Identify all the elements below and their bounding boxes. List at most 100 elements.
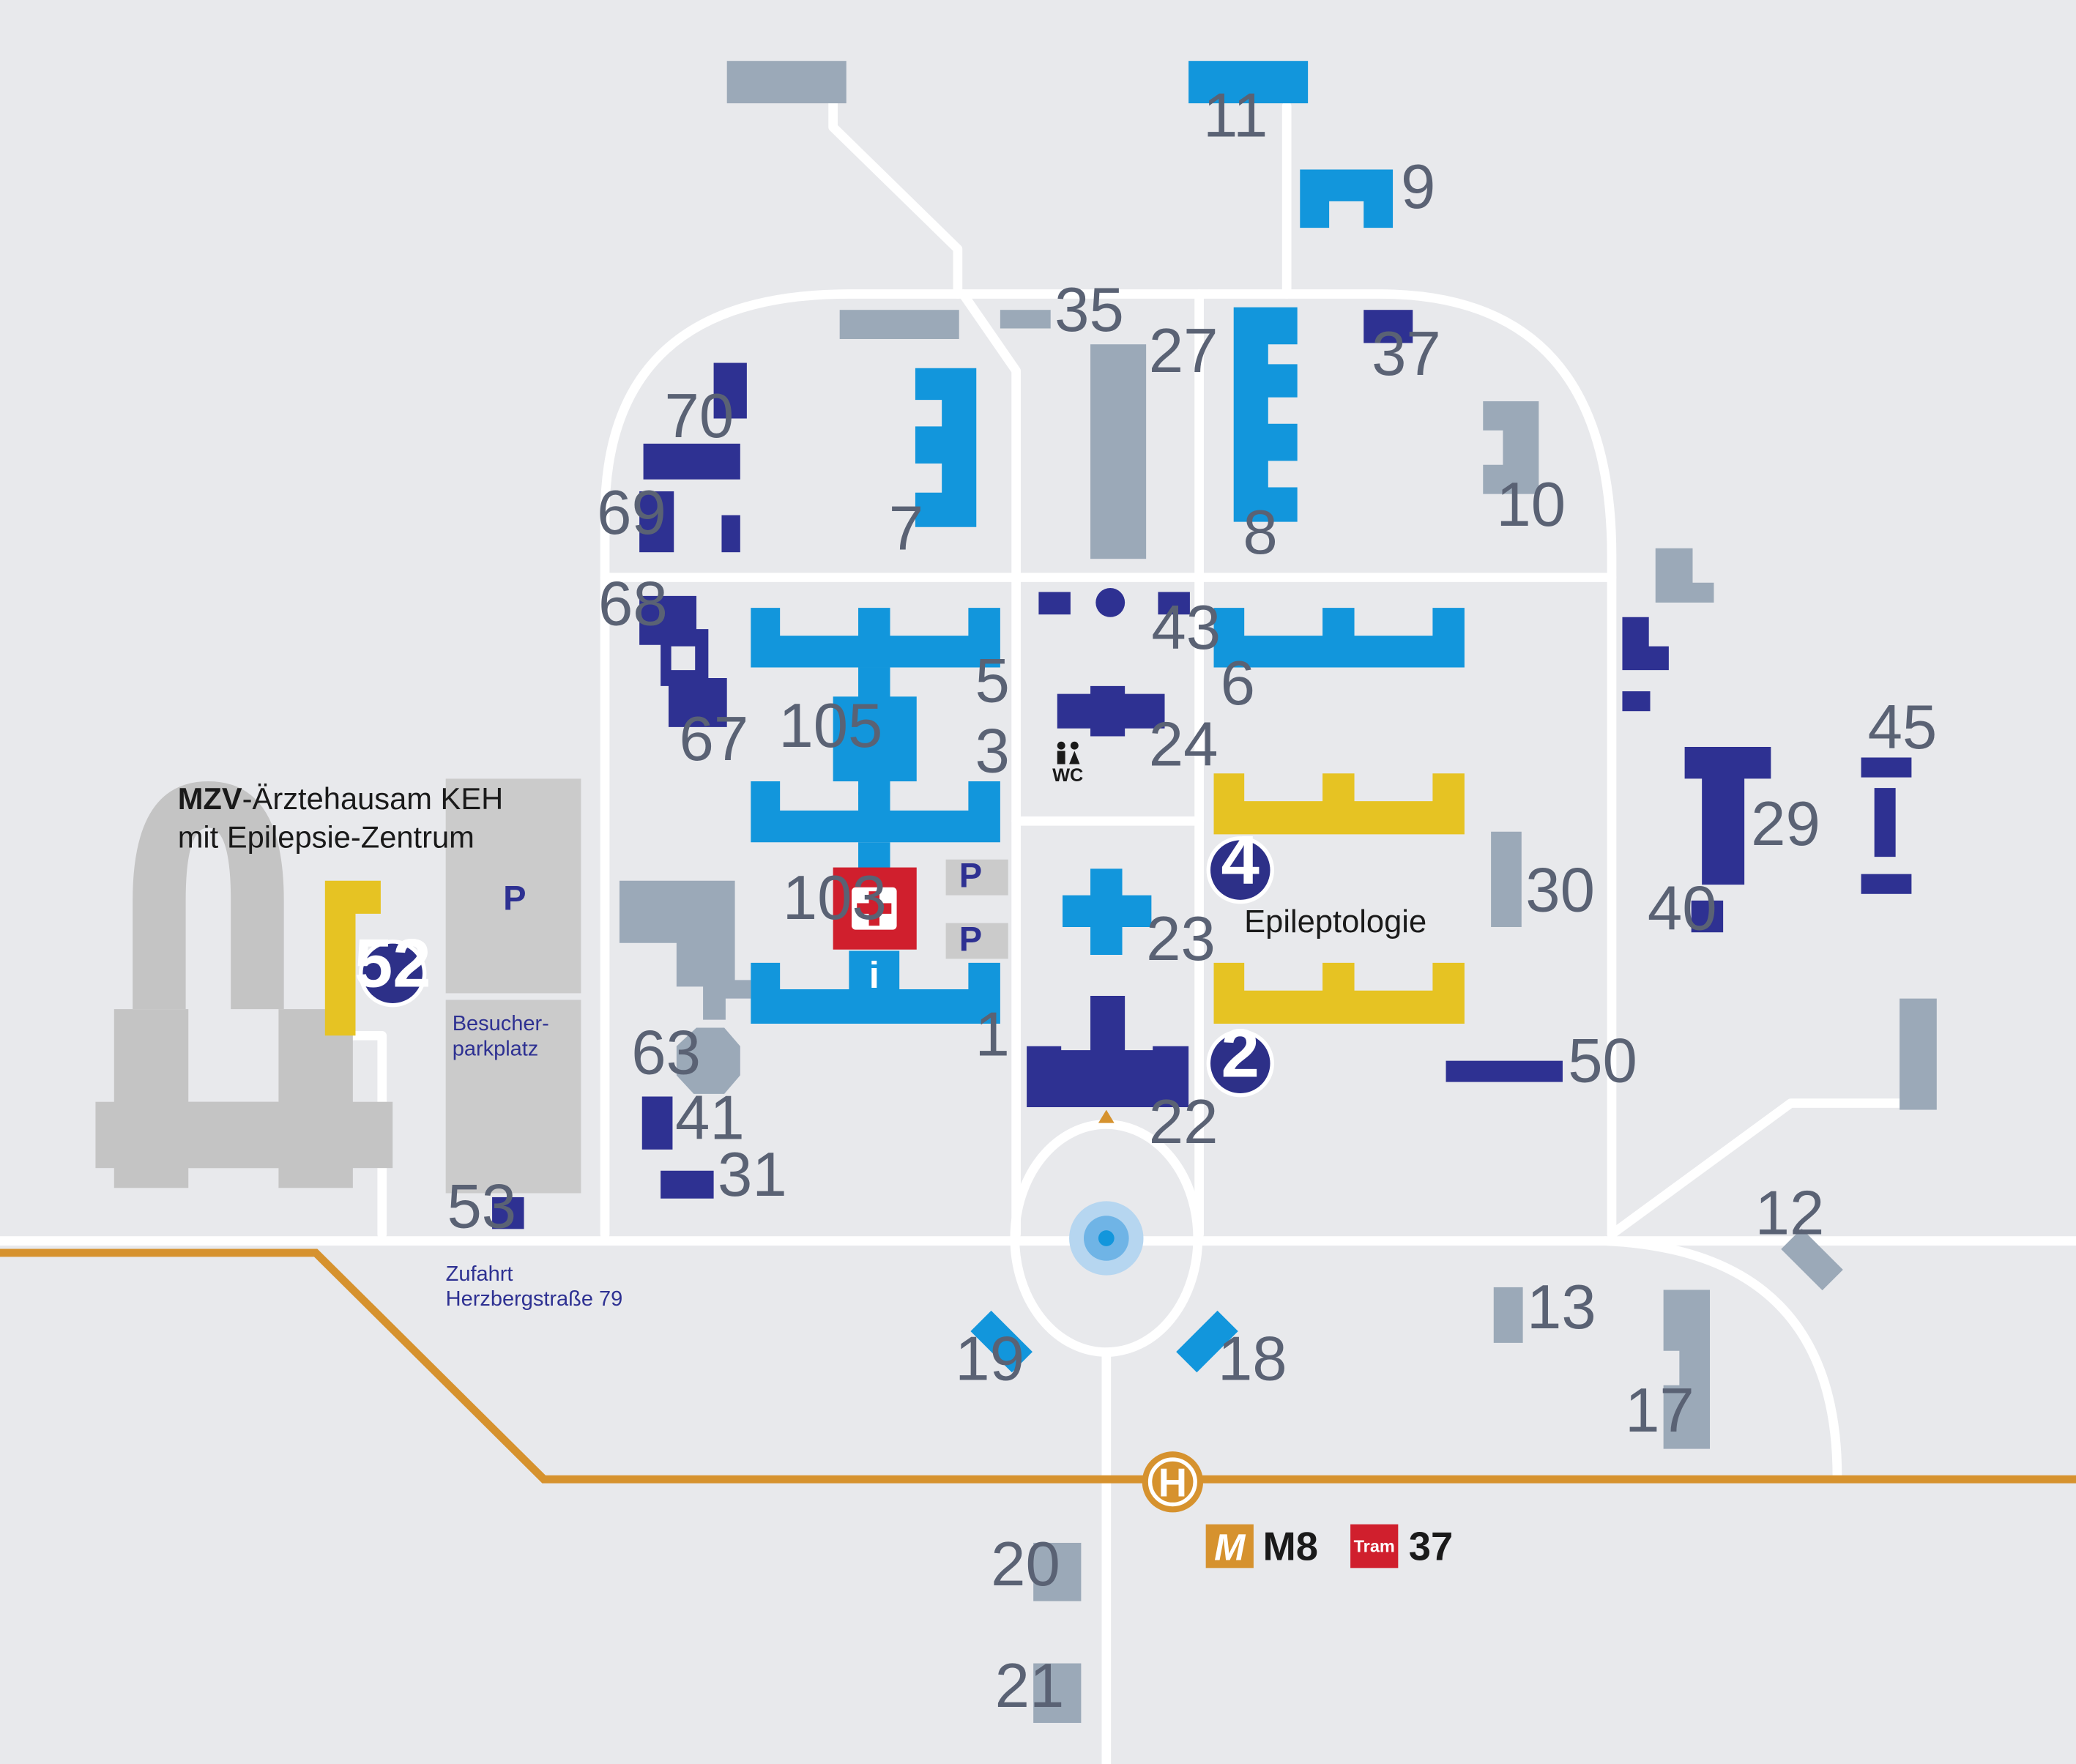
building-13-label: 13 bbox=[1527, 1273, 1596, 1342]
building-37 bbox=[1363, 310, 1413, 343]
building-22-label: 22 bbox=[1149, 1087, 1219, 1157]
building-103-label: 103 bbox=[783, 863, 887, 933]
yellow-buildings bbox=[1213, 773, 1465, 1024]
building-5 bbox=[751, 608, 1000, 668]
building-105-label: 105 bbox=[778, 691, 882, 761]
gray-buildings bbox=[619, 61, 1937, 1723]
building-22 bbox=[1027, 996, 1189, 1107]
building-13 bbox=[1493, 1287, 1523, 1343]
building-69-label: 69 bbox=[597, 478, 666, 548]
building-3-neck bbox=[858, 778, 890, 795]
building-23 bbox=[1063, 868, 1152, 955]
building-11-label: 11 bbox=[1203, 81, 1268, 150]
building-45-top bbox=[1861, 757, 1912, 778]
tram-line bbox=[0, 1248, 2076, 1484]
building-24 bbox=[1057, 685, 1165, 737]
building-40-label: 40 bbox=[1648, 874, 1717, 944]
building-40 bbox=[1691, 900, 1724, 933]
building-30 bbox=[1491, 831, 1522, 927]
building-east-small-2 bbox=[1622, 691, 1651, 712]
parking-tag-lower: P bbox=[945, 920, 1008, 959]
building-18 bbox=[1176, 1310, 1238, 1373]
building-9 bbox=[1300, 169, 1394, 228]
wc-label: WC bbox=[1052, 765, 1083, 786]
building-9-label: 9 bbox=[1401, 152, 1435, 222]
building-37-label: 37 bbox=[1372, 319, 1441, 389]
building-24-label: 24 bbox=[1149, 710, 1219, 779]
metro-icon-label: M bbox=[1214, 1527, 1246, 1568]
building-105-neck bbox=[858, 667, 890, 701]
building-8 bbox=[1233, 307, 1298, 522]
building-6 bbox=[1213, 608, 1465, 668]
haltestelle-label: H bbox=[1158, 1461, 1187, 1506]
building-29 bbox=[1684, 747, 1771, 885]
building-12-label: 12 bbox=[1755, 1179, 1825, 1248]
marker-2-label: 2 bbox=[1221, 1014, 1260, 1091]
wc-icon bbox=[1057, 741, 1080, 764]
building-43-label: 43 bbox=[1151, 593, 1221, 663]
parking-symbol: P bbox=[959, 920, 982, 959]
marker-2: 2 bbox=[1206, 1014, 1274, 1098]
metro-icon: M bbox=[1205, 1524, 1254, 1568]
building-70 bbox=[643, 443, 740, 480]
east-spur-road bbox=[1607, 1098, 1905, 1239]
building-69-small bbox=[721, 515, 740, 553]
building-29-label: 29 bbox=[1751, 789, 1820, 859]
mzv-building bbox=[95, 781, 393, 1188]
building-10 bbox=[1483, 401, 1539, 494]
building-31-label: 31 bbox=[718, 1140, 787, 1210]
building-45-bottom bbox=[1861, 874, 1912, 894]
building-north-bar bbox=[839, 310, 959, 339]
building-63-label: 63 bbox=[631, 1019, 701, 1088]
building-43-west bbox=[1038, 592, 1071, 615]
building-52 bbox=[324, 880, 381, 1036]
building-53 bbox=[492, 1197, 524, 1229]
marker-52: 52 bbox=[354, 924, 431, 1008]
main-ring-road bbox=[600, 289, 1617, 1239]
building-70-label: 70 bbox=[665, 382, 734, 451]
tram-icon-label: Tram bbox=[1354, 1537, 1395, 1556]
building-17-label: 17 bbox=[1625, 1376, 1694, 1445]
access-label-2: Herzbergstraße 79 bbox=[446, 1287, 623, 1311]
building-5-label: 5 bbox=[975, 647, 1009, 716]
building-35 bbox=[1000, 310, 1051, 329]
northwest-spur-road bbox=[828, 98, 963, 299]
west-inner-road bbox=[958, 289, 1021, 1239]
building-45-label: 45 bbox=[1868, 693, 1938, 762]
building-67-label: 67 bbox=[679, 704, 748, 774]
building-41 bbox=[641, 1096, 673, 1150]
building-27 bbox=[1090, 344, 1147, 559]
building-east-tall bbox=[1900, 998, 1937, 1110]
building-31 bbox=[661, 1170, 714, 1199]
hospital-cross-icon bbox=[833, 867, 917, 950]
building-21-label: 21 bbox=[995, 1651, 1065, 1721]
building-21 bbox=[1033, 1663, 1082, 1723]
building-1-label: 1 bbox=[975, 1000, 1009, 1069]
building-70-north bbox=[713, 362, 747, 419]
building-3-label: 3 bbox=[975, 716, 1009, 786]
building-northwest-top bbox=[726, 61, 847, 104]
parking-lot-north bbox=[445, 778, 581, 994]
building-10-label: 10 bbox=[1496, 470, 1566, 540]
fountain-icon bbox=[1069, 1201, 1144, 1276]
access-label-1: Zufahrt bbox=[446, 1262, 513, 1286]
parking-symbol: P bbox=[503, 879, 526, 918]
building-3 bbox=[751, 781, 1000, 843]
marker-4-label: 4 bbox=[1221, 821, 1260, 898]
building-19 bbox=[970, 1310, 1033, 1373]
visitor-parking-lot bbox=[445, 1000, 581, 1194]
building-east-small bbox=[1655, 548, 1714, 603]
building-12 bbox=[1781, 1228, 1843, 1291]
info-icon: i bbox=[869, 954, 879, 996]
building-41-label: 41 bbox=[675, 1083, 745, 1153]
building-35-label: 35 bbox=[1054, 275, 1124, 345]
building-68-label: 68 bbox=[598, 570, 668, 639]
building-11 bbox=[1188, 61, 1309, 104]
building-43 bbox=[1158, 592, 1190, 615]
building-43-round bbox=[1095, 588, 1126, 617]
tram-icon: Tram bbox=[1350, 1524, 1399, 1568]
building-50 bbox=[1446, 1060, 1563, 1082]
building-7-label: 7 bbox=[889, 494, 923, 564]
